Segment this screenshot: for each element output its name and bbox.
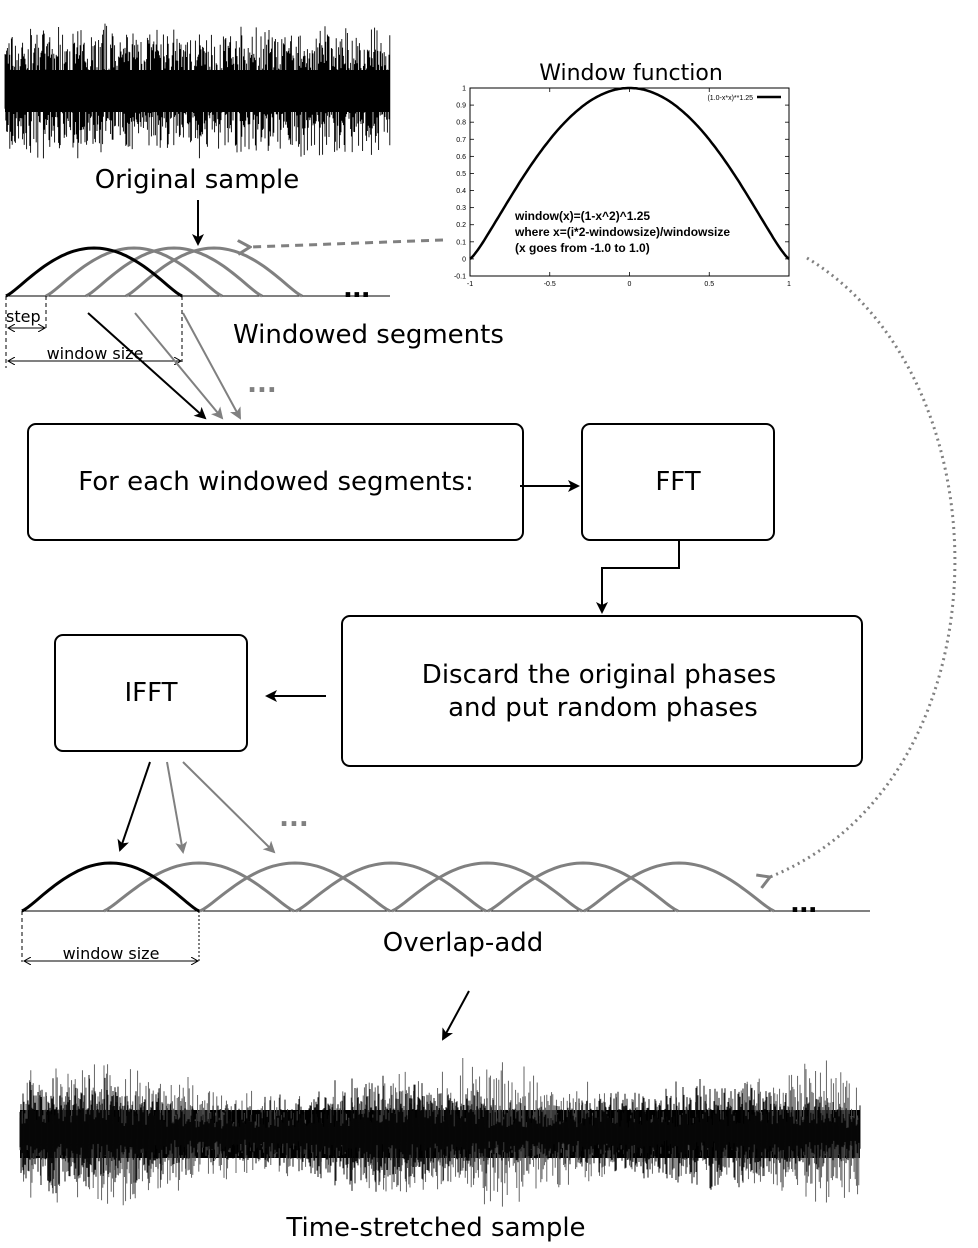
- window-curve-4: [125, 246, 303, 298]
- overlap-curve-6: [487, 861, 679, 913]
- plot-frame: [469, 87, 790, 277]
- x-tick-label: 1: [787, 281, 791, 288]
- formula-line-3: (x goes from -1.0 to 1.0): [515, 241, 650, 255]
- x-tick-label: 0.5: [704, 281, 714, 288]
- formula-line-2: where x=(i*2-windowsize)/windowsize: [514, 225, 730, 239]
- window-function-plot: Window function -1 -0.5 0 0.5 1 -0.1 0 0.1 0.2 0.…: [454, 61, 791, 288]
- window-curve-2: [45, 246, 223, 298]
- window-plot-title: Window function: [539, 61, 723, 86]
- fft-label: FFT: [655, 467, 700, 497]
- fft-box: FFT: [581, 423, 775, 541]
- ellipsis-ifft: ...: [279, 803, 309, 833]
- windowed-segments-label: Windowed segments: [233, 320, 504, 350]
- discard-line-2: and put random phases: [448, 693, 758, 723]
- y-tick-label: 0.4: [456, 188, 466, 195]
- window-curve-1: [5, 246, 183, 298]
- overlap-curve-2: [103, 861, 295, 913]
- segment-arrow-1: [87, 312, 207, 420]
- window-size-label: window size: [47, 344, 144, 363]
- ifft-label: IFFT: [124, 678, 177, 708]
- segment-arrow-3: [182, 312, 241, 420]
- y-tick-label: 0.6: [456, 154, 466, 161]
- ifft-arrow-3: [182, 761, 276, 854]
- ifft-arrow-1: [117, 761, 151, 852]
- window-curve: [469, 86, 790, 260]
- window-curve-3: [85, 246, 263, 298]
- y-tick-label: 0.8: [456, 120, 466, 127]
- original-sample-waveform: [4, 23, 391, 159]
- original-sample-label: Original sample: [95, 165, 300, 195]
- formula-line-1: window(x)=(1-x^2)^1.25: [514, 209, 650, 223]
- y-tick-label: 0.2: [456, 222, 466, 229]
- arrow-to-discard: [596, 541, 680, 614]
- time-stretched-label: Time-stretched sample: [285, 1213, 585, 1243]
- ellipsis-top: ...: [343, 274, 370, 304]
- overlap-add-label: Overlap-add: [383, 928, 544, 958]
- discard-phases-box: Discard the original phases and put rand…: [341, 615, 863, 767]
- overlap-curve-5: [391, 861, 583, 913]
- overlap-curve-1: [21, 861, 200, 913]
- x-tick-label: -0.5: [544, 281, 556, 288]
- ellipsis-segments: ...: [247, 369, 277, 399]
- windowed-segments-curves: [5, 246, 303, 298]
- y-tick-label: 1: [462, 86, 466, 93]
- for-each-label: For each windowed segments:: [78, 467, 474, 497]
- y-tick-label: 0.1: [456, 239, 466, 246]
- x-tick-label: 0: [628, 281, 632, 288]
- overlap-curve-4: [295, 861, 487, 913]
- plot-legend-label: (1.0-x*x)**1.25: [707, 95, 753, 102]
- y-tick-label: 0.9: [456, 103, 466, 110]
- arrow-to-output: [442, 990, 470, 1041]
- y-tick-label: 0.7: [456, 137, 466, 144]
- window-to-overlap-arrow: [770, 256, 957, 877]
- y-tick-label: 0: [462, 256, 466, 263]
- overlap-curve-3: [199, 861, 391, 913]
- x-tick-label: -1: [467, 281, 473, 288]
- waveform-strokes: [4, 23, 391, 159]
- discard-line-1: Discard the original phases: [422, 660, 776, 690]
- ifft-box: IFFT: [54, 634, 248, 752]
- time-stretched-waveform: [19, 1058, 861, 1207]
- y-tick-label: 0.5: [456, 171, 466, 178]
- segment-arrow-2: [134, 312, 224, 420]
- y-tick-label: -0.1: [454, 274, 466, 281]
- waveform-strokes: [19, 1075, 861, 1194]
- for-each-box: For each windowed segments:: [27, 423, 524, 541]
- overlap-add-curves: [21, 861, 775, 913]
- overlap-curve-7: [583, 861, 775, 913]
- bottom-window-size-label: window size: [63, 944, 160, 963]
- step-label: step: [6, 307, 41, 326]
- window-apply-arrow: [250, 238, 444, 247]
- y-tick-label: 0.3: [456, 205, 466, 212]
- ellipsis-bottom: ...: [790, 889, 817, 919]
- ifft-arrow-2: [166, 761, 188, 854]
